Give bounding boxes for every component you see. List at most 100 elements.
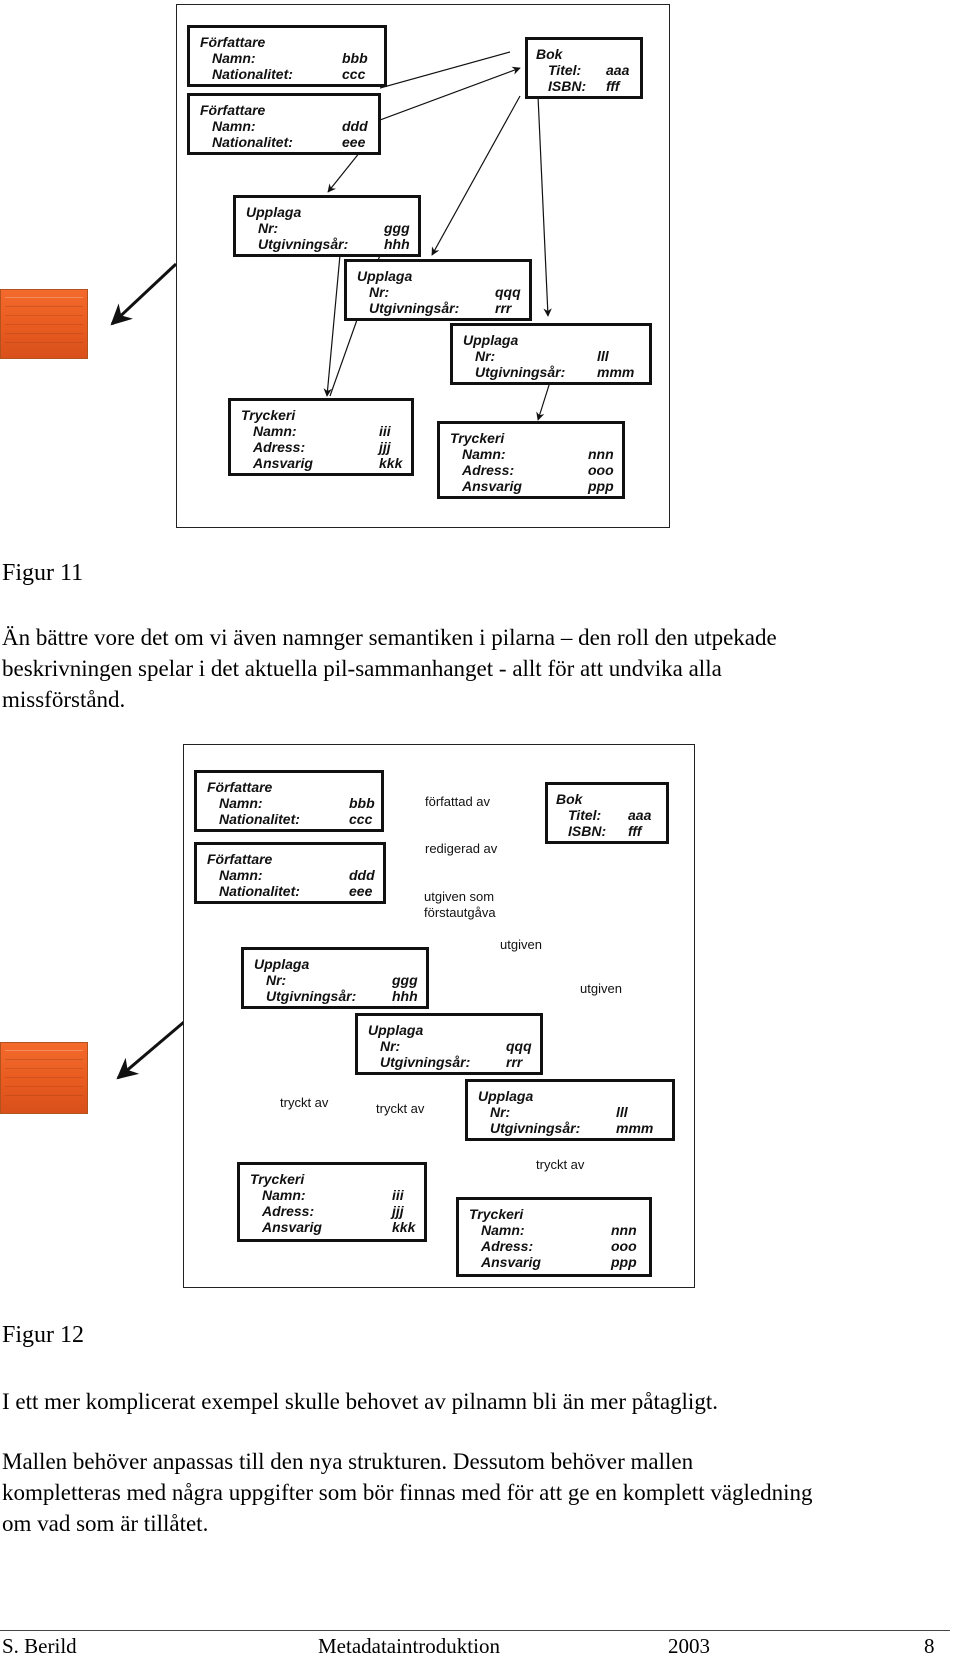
box-title: Författare bbox=[200, 102, 266, 118]
field-value: ccc bbox=[349, 811, 373, 827]
field-value: rrr bbox=[495, 300, 512, 316]
field-value: qqq bbox=[495, 284, 521, 300]
field-value: aaa bbox=[606, 62, 630, 78]
field-value: fff bbox=[628, 823, 642, 839]
author-box-1: Författare Namn: bbb Nationalitet: ccc bbox=[194, 770, 384, 832]
arrow-label-tryckt-av: tryckt av bbox=[536, 1157, 585, 1172]
field-value: iii bbox=[392, 1187, 404, 1203]
field-label: Nr: bbox=[369, 284, 390, 300]
field-label: Adress: bbox=[262, 1203, 315, 1219]
field-value: lll bbox=[597, 348, 609, 364]
field-label: Adress: bbox=[253, 439, 306, 455]
field-value: ooo bbox=[611, 1238, 637, 1254]
paragraph-3: Mallen behöver anpassas till den nya str… bbox=[2, 1446, 813, 1539]
field-label: ISBN: bbox=[568, 823, 607, 839]
field-label: Nationalitet: bbox=[212, 134, 293, 150]
field-label: Namn: bbox=[253, 423, 297, 439]
paragraph-line: beskrivningen spelar i det aktuella pil-… bbox=[2, 656, 722, 681]
field-label: ISBN: bbox=[548, 78, 587, 94]
field-label: Adress: bbox=[481, 1238, 534, 1254]
field-label: Utgivningsår: bbox=[369, 300, 460, 316]
orange-block-icon bbox=[0, 289, 88, 359]
box-title: Tryckeri bbox=[250, 1171, 305, 1187]
author-box-1: Författare Namn: bbb Nationalitet: ccc bbox=[187, 25, 387, 87]
box-title: Upplaga bbox=[463, 332, 519, 348]
field-label: Namn: bbox=[481, 1222, 525, 1238]
field-label: Adress: bbox=[462, 462, 515, 478]
field-label: Ansvarig bbox=[462, 478, 522, 494]
field-value: nnn bbox=[611, 1222, 637, 1238]
field-value: kkk bbox=[379, 455, 403, 471]
box-title: Upplaga bbox=[357, 268, 413, 284]
paragraph-line: missförstånd. bbox=[2, 687, 126, 712]
field-value: ppp bbox=[611, 1254, 637, 1270]
edition-box-3: Upplaga Nr: lll Utgivningsår: mmm bbox=[465, 1079, 675, 1141]
field-label: Nr: bbox=[475, 348, 496, 364]
author-box-2: Författare Namn: ddd Nationalitet: eee bbox=[194, 842, 386, 904]
box-title: Författare bbox=[200, 34, 266, 50]
field-label: Namn: bbox=[462, 446, 506, 462]
paragraph-line: om vad som är tillåtet. bbox=[2, 1511, 209, 1536]
field-value: ppp bbox=[588, 478, 614, 494]
field-value: iii bbox=[379, 423, 391, 439]
paragraph-line: Mallen behöver anpassas till den nya str… bbox=[2, 1449, 694, 1474]
footer-page-number: 8 bbox=[924, 1634, 935, 1658]
box-title: Upplaga bbox=[246, 204, 302, 220]
footer-author: S. Berild bbox=[2, 1634, 77, 1658]
field-value: ddd bbox=[342, 118, 368, 134]
field-value: eee bbox=[342, 134, 366, 150]
box-title: Tryckeri bbox=[469, 1206, 524, 1222]
footer-title: Metadataintroduktion bbox=[318, 1634, 500, 1658]
box-title: Tryckeri bbox=[241, 407, 296, 423]
field-label: Namn: bbox=[212, 118, 256, 134]
field-value: mmm bbox=[597, 364, 635, 380]
field-label: Namn: bbox=[219, 795, 263, 811]
field-value: ccc bbox=[342, 66, 366, 82]
field-label: Ansvarig bbox=[481, 1254, 541, 1270]
paragraph-line: Än bättre vore det om vi även namnger se… bbox=[2, 625, 777, 650]
box-title: Tryckeri bbox=[450, 430, 505, 446]
footer-divider bbox=[0, 1630, 950, 1631]
field-value: jjj bbox=[392, 1203, 404, 1219]
arrow-label-forstautgava: förstautgåva bbox=[424, 905, 496, 920]
field-value: bbb bbox=[349, 795, 375, 811]
arrow-label-tryckt-av: tryckt av bbox=[376, 1101, 425, 1116]
field-value: aaa bbox=[628, 807, 652, 823]
field-label: Utgivningsår: bbox=[490, 1120, 581, 1136]
box-title: Bok bbox=[556, 791, 583, 807]
field-label: Titel: bbox=[548, 62, 582, 78]
book-box: Bok Titel: aaa ISBN: fff bbox=[525, 37, 643, 99]
arrow-label-utgiven: utgiven bbox=[580, 981, 622, 996]
box-title: Författare bbox=[207, 851, 273, 867]
field-value: ddd bbox=[349, 867, 375, 883]
arrow-label-utgiven-som: utgiven som bbox=[424, 889, 495, 904]
field-label: Utgivningsår: bbox=[266, 988, 357, 1004]
printer-box-1: Tryckeri Namn: iii Adress: jjj Ansvarig … bbox=[228, 398, 414, 476]
figure-11-caption: Figur 11 bbox=[2, 560, 84, 586]
box-title: Upplaga bbox=[368, 1022, 424, 1038]
field-label: Nationalitet: bbox=[219, 883, 300, 899]
field-label: Ansvarig bbox=[253, 455, 313, 471]
arrow-label-utgiven: utgiven bbox=[500, 937, 542, 952]
orange-block-icon bbox=[0, 1042, 88, 1114]
edition-box-2: Upplaga Nr: qqq Utgivningsår: rrr bbox=[344, 259, 532, 321]
field-label: Namn: bbox=[212, 50, 256, 66]
field-label: Nr: bbox=[490, 1104, 511, 1120]
figure-12-caption: Figur 12 bbox=[2, 1322, 85, 1348]
field-label: Utgivningsår: bbox=[258, 236, 349, 252]
field-value: ooo bbox=[588, 462, 614, 478]
field-label: Ansvarig bbox=[262, 1219, 322, 1235]
box-title: Bok bbox=[536, 46, 563, 62]
field-value: mmm bbox=[616, 1120, 654, 1136]
field-label: Nr: bbox=[258, 220, 279, 236]
field-value: ggg bbox=[392, 972, 418, 988]
paragraph-1: Än bättre vore det om vi även namnger se… bbox=[2, 622, 777, 715]
field-value: lll bbox=[616, 1104, 628, 1120]
field-value: hhh bbox=[392, 988, 418, 1004]
field-value: hhh bbox=[384, 236, 410, 252]
arrow-label-redigerad-av: redigerad av bbox=[425, 841, 498, 856]
field-label: Titel: bbox=[568, 807, 602, 823]
field-label: Nr: bbox=[380, 1038, 401, 1054]
field-label: Namn: bbox=[262, 1187, 306, 1203]
field-label: Utgivningsår: bbox=[380, 1054, 471, 1070]
